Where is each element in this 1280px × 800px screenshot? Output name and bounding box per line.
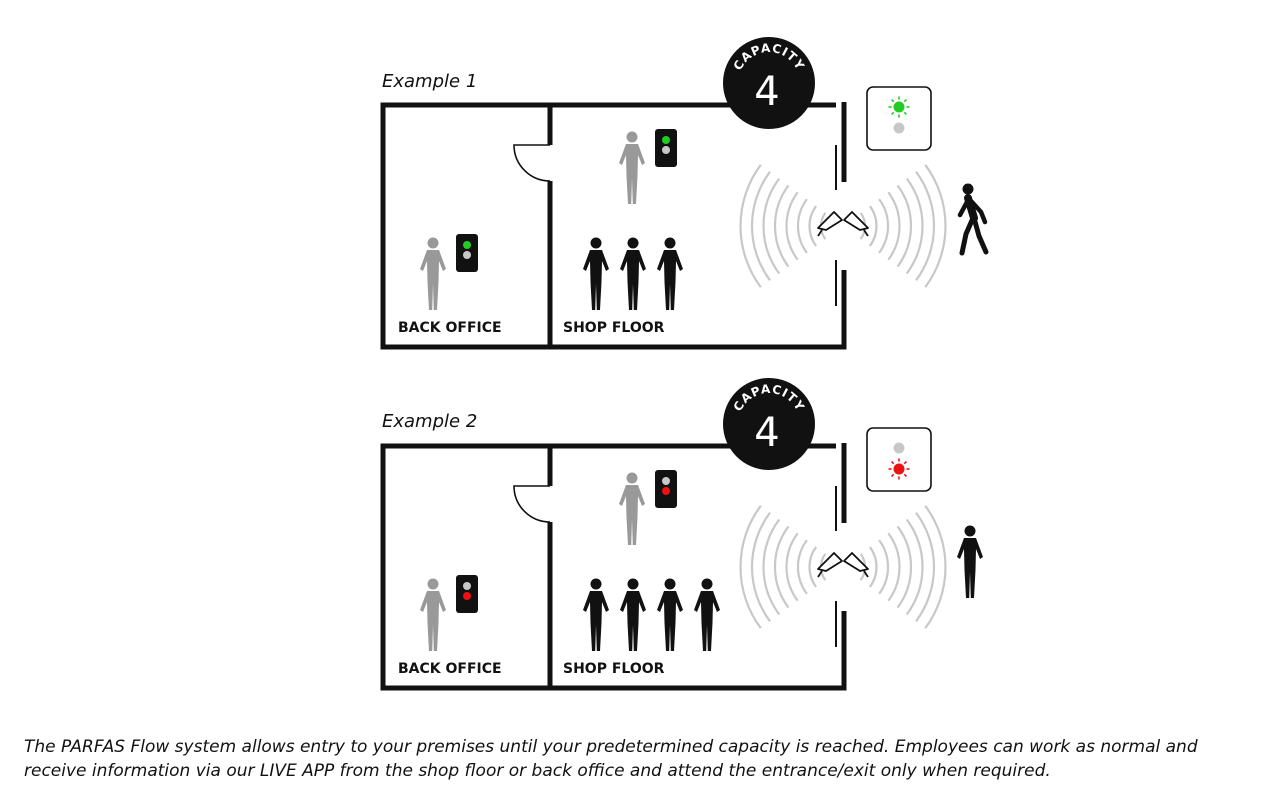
customer-person-icon: [620, 578, 646, 651]
entrance-signal-box: [866, 427, 932, 492]
walking-person-icon: [957, 183, 989, 256]
sensor-camera-icon: [817, 552, 869, 578]
example-2-label: Example 2: [382, 411, 478, 432]
sensor-camera-icon: [817, 211, 869, 237]
door-swing-icon: [513, 485, 551, 523]
back-office-label: BACK OFFICE: [398, 320, 502, 336]
back-office-label: BACK OFFICE: [398, 661, 502, 677]
capacity-number: 4: [754, 410, 779, 456]
traffic-light-icon: [456, 234, 478, 272]
staff-person-icon: [619, 472, 645, 545]
shop-floor-label: SHOP FLOOR: [563, 320, 665, 336]
capacity-badge: [723, 378, 815, 470]
customer-person-icon: [583, 237, 609, 310]
staff-person-icon: [420, 578, 446, 651]
traffic-light-icon: [655, 470, 677, 508]
room-walls: [380, 102, 847, 350]
shop-floor-label: SHOP FLOOR: [563, 661, 665, 677]
staff-person-icon: [619, 131, 645, 204]
customer-person-icon: [583, 578, 609, 651]
waiting-person-icon: [957, 525, 983, 598]
capacity-number: 4: [754, 69, 779, 115]
customer-person-icon: [657, 578, 683, 651]
door-swing-icon: [513, 144, 551, 182]
entrance-signal-box: [866, 86, 932, 151]
description-caption: The PARFAS Flow system allows entry to y…: [24, 737, 1198, 781]
customer-person-icon: [657, 237, 683, 310]
traffic-light-icon: [655, 129, 677, 167]
room-walls: [380, 443, 847, 691]
example-1-label: Example 1: [382, 71, 478, 92]
customer-person-icon: [620, 237, 646, 310]
customer-person-icon: [694, 578, 720, 651]
traffic-light-icon: [456, 575, 478, 613]
staff-person-icon: [420, 237, 446, 310]
capacity-badge: [723, 37, 815, 129]
